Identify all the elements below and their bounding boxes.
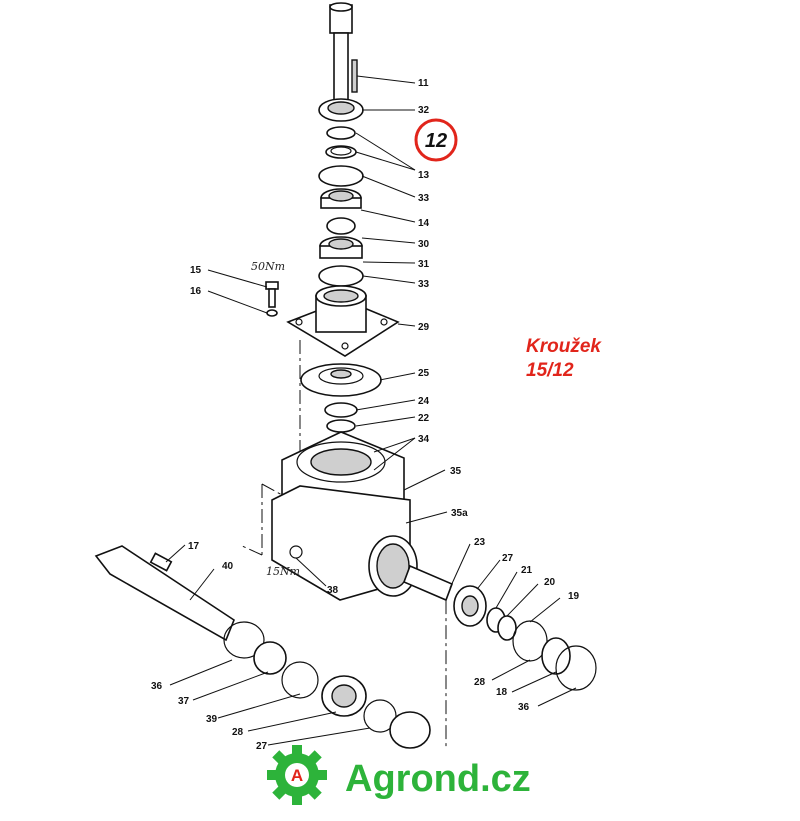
- part-label-31: 31: [418, 259, 430, 270]
- part-label-11: 11: [418, 78, 429, 89]
- part-label-30: 30: [418, 239, 430, 250]
- left-shaft-assembly: [94, 545, 431, 749]
- part-label-28-right: 28: [474, 677, 486, 688]
- right-shaft-assembly: [402, 564, 597, 691]
- note-line-1: Kroužek: [526, 336, 601, 357]
- part-labels: 11 32 13 33 14 30 31 33 29 25 24 22 34 3…: [151, 78, 580, 752]
- part-label-36-right: 36: [518, 702, 530, 713]
- callout-number: 12: [425, 130, 447, 152]
- part-label-24: 24: [418, 396, 430, 407]
- torque-label-upper: 50Nm: [251, 260, 285, 273]
- part-label-39: 39: [206, 714, 218, 725]
- bolt-and-washer: [265, 281, 279, 317]
- part-label-36-left: 36: [151, 681, 163, 692]
- part-label-27-right: 27: [502, 553, 514, 564]
- part-label-14: 14: [418, 218, 430, 229]
- part-label-20: 20: [544, 577, 556, 588]
- part-label-40: 40: [222, 561, 234, 572]
- part-label-34: 34: [418, 434, 430, 445]
- part-label-27-left: 27: [256, 741, 268, 752]
- part-label-25: 25: [418, 368, 430, 379]
- part-label-13: 13: [418, 170, 430, 181]
- gear-logo-icon: A: [267, 745, 327, 805]
- highlight-callout: 12: [414, 118, 458, 162]
- part-label-38: 38: [327, 585, 339, 596]
- part-label-28-left: 28: [232, 727, 244, 738]
- part-label-33-upper: 33: [418, 193, 430, 204]
- ring-size-note: Kroužek 15/12: [526, 335, 601, 383]
- logo-letter: A: [291, 766, 303, 785]
- flange-housing: [286, 285, 400, 357]
- part-label-29: 29: [418, 322, 430, 333]
- part-label-17: 17: [188, 541, 200, 552]
- brand-name: Agrond.cz: [345, 758, 531, 800]
- part-label-19: 19: [568, 591, 580, 602]
- vertical-shaft: [329, 2, 358, 104]
- upper-ring-stack: [318, 98, 364, 287]
- brand-logo: A Agrond.cz: [267, 745, 531, 805]
- part-label-23: 23: [474, 537, 486, 548]
- part-label-22: 22: [418, 413, 430, 424]
- note-line-2: 15/12: [526, 360, 574, 381]
- leader-lines: [165, 75, 577, 746]
- part-label-21: 21: [521, 565, 533, 576]
- bevel-gear: [300, 363, 382, 433]
- part-label-33-lower: 33: [418, 279, 430, 290]
- part-label-32: 32: [418, 105, 430, 116]
- torque-label-lower: 15Nm: [266, 565, 300, 578]
- part-label-37: 37: [178, 696, 190, 707]
- part-label-15: 15: [190, 265, 202, 276]
- part-label-16: 16: [190, 286, 202, 297]
- part-label-35: 35: [450, 466, 462, 477]
- part-label-18: 18: [496, 687, 508, 698]
- gearbox-housing: [271, 431, 418, 601]
- part-label-35a: 35a: [451, 508, 468, 519]
